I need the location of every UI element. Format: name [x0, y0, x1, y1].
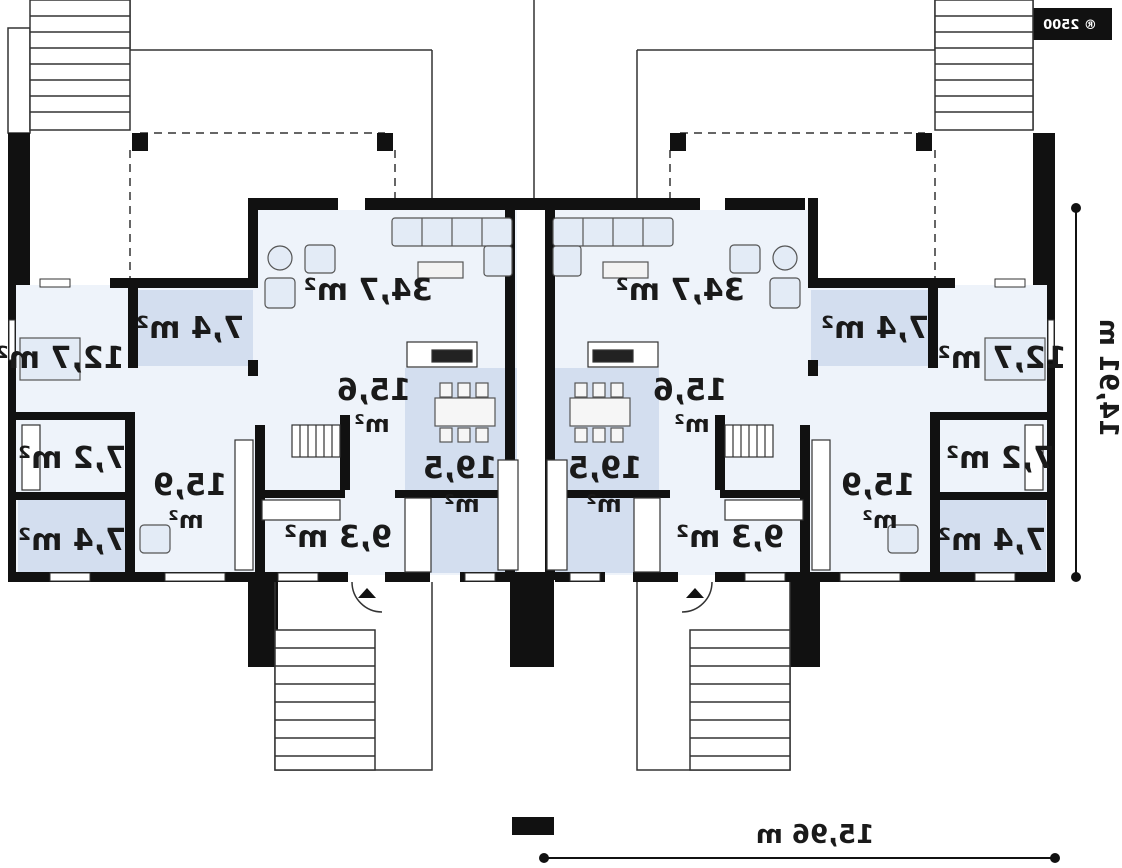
room-area-bath-bottom: 7,4 m² — [18, 523, 126, 558]
entrance-arrow-right — [681, 581, 713, 613]
armchairs — [264, 244, 801, 309]
entrance-stairs-right — [636, 582, 791, 771]
dimension-width-label: 15,96 m — [756, 820, 874, 850]
room-area-bath-top: 7,4 m² — [136, 311, 244, 346]
terrace-outline — [7, 0, 1034, 200]
room-area-kitchen: 19,5 — [568, 451, 642, 486]
room-unit-hall: m² — [674, 410, 710, 438]
room-area-bath-bottom: 7,4 m² — [938, 523, 1046, 558]
room-area-closet: 7,2 m² — [18, 441, 126, 476]
dimension-width: 15,96 m — [512, 817, 1060, 863]
room-area-kitchen: 19,5 — [423, 451, 497, 486]
unit-left-labels: 34,7 m² 7,4 m² 12,7 m² 15,6 m² 7,2 m² 7,… — [0, 273, 497, 558]
pergola-outline — [129, 132, 936, 280]
dimension-depth: 14,91 m — [1071, 203, 1122, 582]
room-area-bedroom-a: 12,7 m² — [938, 341, 1067, 376]
wardrobes — [21, 424, 1044, 571]
room-area-bedroom-a: 12,7 m² — [0, 341, 124, 376]
dining-tables — [434, 382, 631, 443]
room-area-bedroom-b: 15,9 — [153, 468, 227, 503]
sofa-left — [391, 217, 513, 277]
room-area-closet: 7,2 m² — [946, 441, 1054, 476]
room-unit-bedroom-b: m² — [862, 506, 898, 534]
beds — [19, 337, 1046, 554]
walls — [8, 133, 1055, 667]
kitchen-counters — [404, 341, 661, 573]
room-area-hall: 15,6 — [337, 373, 411, 408]
room-area-living: 34,7 m² — [616, 273, 745, 308]
windows — [8, 278, 1055, 582]
internal-stairs — [291, 424, 774, 458]
room-unit-hall: m² — [354, 410, 390, 438]
room-area-vestibule: 9,3 m² — [284, 520, 392, 555]
room-area-bedroom-b: 15,9 — [841, 468, 915, 503]
entrance-arrow-left — [351, 581, 383, 613]
room-area-vestibule: 9,3 m² — [676, 520, 784, 555]
room-area-bath-top: 7,4 m² — [821, 311, 929, 346]
copyright-badge: ® 2500 — [1028, 8, 1112, 40]
unit-right-labels: 34,7 m² 7,4 m² 12,7 m² 15,6 m² 7,2 m² 7,… — [568, 273, 1066, 558]
room-unit-kitchen: m² — [586, 490, 622, 518]
room-unit-bedroom-b: m² — [168, 506, 204, 534]
badge-text: ® 2500 — [1043, 18, 1097, 33]
room-area-hall: 15,6 — [653, 373, 727, 408]
stairs-top-right — [934, 0, 1034, 131]
room-area-living: 34,7 m² — [304, 273, 433, 308]
dimension-depth-label: 14,91 m — [1093, 319, 1122, 437]
sofa-right — [552, 217, 674, 277]
entrance-stairs-left — [274, 582, 433, 771]
pergola-posts — [132, 133, 932, 151]
room-unit-kitchen: m² — [444, 490, 480, 518]
stairs-top-left — [29, 0, 131, 131]
